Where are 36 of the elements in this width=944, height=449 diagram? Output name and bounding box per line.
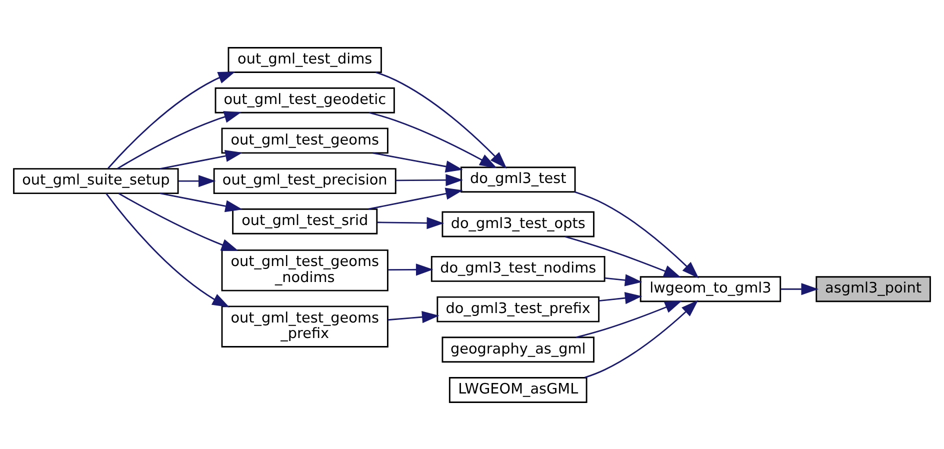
- node-box: out_gml_test_geoms: [221, 127, 388, 154]
- arrow: [388, 310, 440, 323]
- arrow: [178, 174, 216, 187]
- arrow: [118, 192, 239, 250]
- arrow: [780, 282, 819, 295]
- node-box: do_gml3_test: [460, 166, 576, 192]
- arrow: [116, 110, 242, 169]
- arrow: [160, 192, 243, 212]
- node-box: asgml3_point: [816, 276, 931, 302]
- node-box: do_gml3_test_nodims: [430, 255, 606, 282]
- node-box: do_gml3_test_opts: [442, 210, 594, 237]
- arrow: [372, 152, 463, 172]
- node-box: do_gml3_test_prefix: [436, 296, 600, 322]
- node-box: out_gml_test_geodetic: [214, 86, 395, 113]
- arrow: [377, 216, 444, 229]
- arrow: [574, 190, 699, 278]
- node-box: out_gml_suite_setup: [13, 168, 179, 194]
- arrow: [108, 71, 236, 168]
- arrow: [106, 192, 230, 307]
- arrow: [375, 71, 507, 168]
- node-box: lwgeom_to_gml3: [640, 276, 782, 302]
- node-box: out_gml_test_srid: [232, 208, 378, 234]
- node-box: out_gml_test_geoms _prefix: [221, 305, 388, 347]
- arrow: [584, 300, 698, 378]
- arrow: [565, 235, 682, 278]
- arrow: [368, 187, 463, 210]
- node-box: geography_as_gml: [442, 336, 594, 362]
- node-box: out_gml_test_precision: [213, 168, 396, 194]
- node-box: out_gml_test_dims: [228, 46, 382, 72]
- arrow: [604, 274, 642, 286]
- arrow: [388, 263, 434, 276]
- arrow: [396, 174, 464, 186]
- node-box: out_gml_test_geoms _nodims: [221, 249, 388, 291]
- arrow: [160, 150, 243, 170]
- node-box: LWGEOM_asGML: [448, 376, 588, 402]
- arrow: [598, 292, 642, 304]
